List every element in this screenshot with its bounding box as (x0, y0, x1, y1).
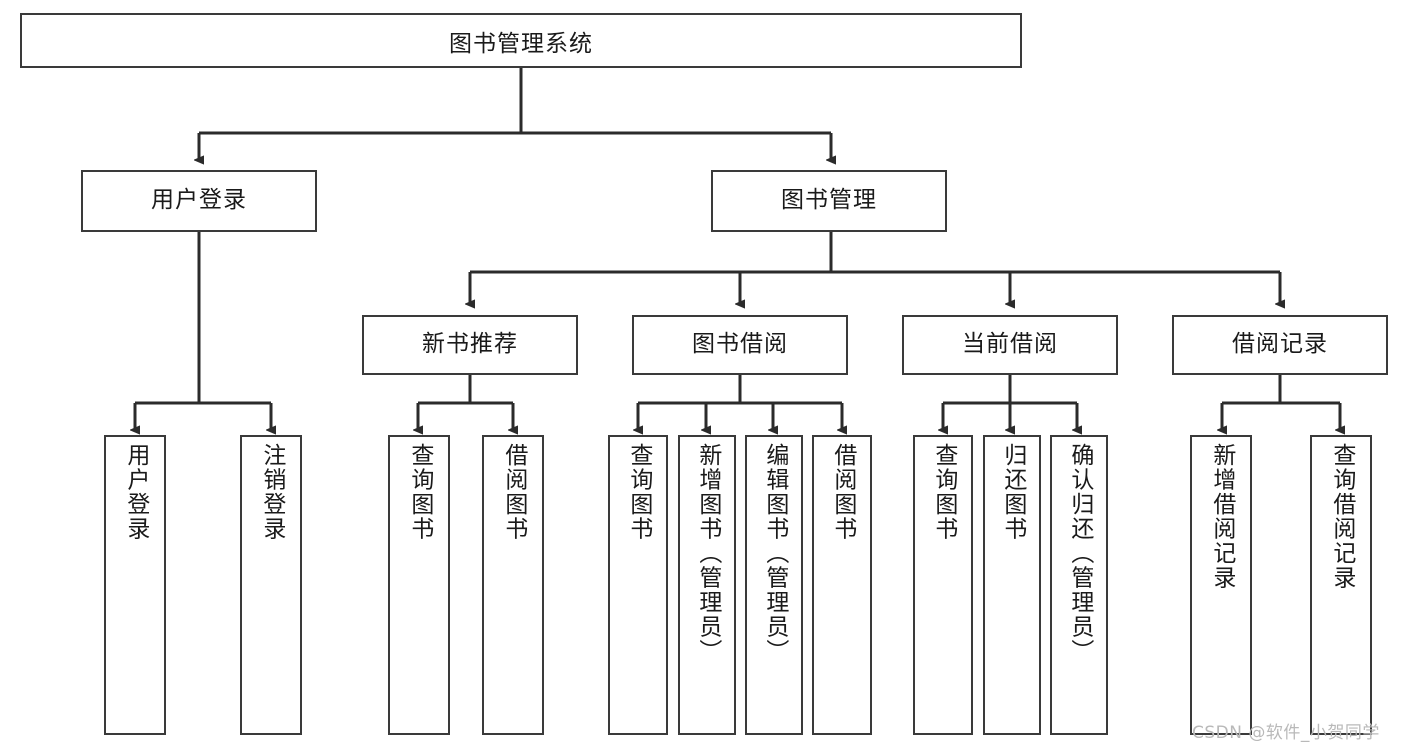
leaf-borrow-book-2-label: 借阅图书 (829, 443, 856, 541)
leaf-edit-book-label: 编辑图书（管理员） (761, 443, 788, 664)
connectors-current-borrow-to-leaves (943, 375, 1077, 430)
connectors-new-book-to-leaves (418, 375, 513, 430)
node-borrow-record[interactable]: 借阅记录 (1172, 315, 1388, 375)
leaf-add-book-label: 新增图书（管理员） (694, 443, 721, 664)
leaf-logout[interactable]: 注销登录 (240, 435, 302, 735)
leaf-query-book-2[interactable]: 查询图书 (608, 435, 668, 735)
leaf-user-login-label: 用户登录 (122, 443, 149, 541)
node-user-login[interactable]: 用户登录 (81, 170, 317, 232)
leaf-query-record-label: 查询借阅记录 (1328, 443, 1355, 590)
node-root-label: 图书管理系统 (449, 30, 593, 57)
node-new-book-recommend[interactable]: 新书推荐 (362, 315, 578, 375)
leaf-add-record[interactable]: 新增借阅记录 (1190, 435, 1252, 735)
connectors-book-borrow-to-leaves (638, 375, 842, 430)
leaf-return-book-label: 归还图书 (999, 443, 1026, 541)
leaf-return-book[interactable]: 归还图书 (983, 435, 1041, 735)
node-current-borrow-label: 当前借阅 (962, 331, 1058, 358)
leaf-edit-book[interactable]: 编辑图书（管理员） (745, 435, 803, 735)
leaf-add-book[interactable]: 新增图书（管理员） (678, 435, 736, 735)
leaf-add-record-label: 新增借阅记录 (1208, 443, 1235, 590)
leaf-confirm-return-label: 确认归还（管理员） (1066, 443, 1093, 664)
connectors-borrow-record-to-leaves (1222, 375, 1340, 430)
node-borrow-record-label: 借阅记录 (1232, 331, 1328, 358)
connectors-user-login-to-leaves (135, 232, 271, 430)
node-book-manage-label: 图书管理 (781, 187, 877, 214)
node-book-manage[interactable]: 图书管理 (711, 170, 947, 232)
leaf-borrow-book-2[interactable]: 借阅图书 (812, 435, 872, 735)
node-root-system[interactable]: 图书管理系统 (20, 13, 1022, 68)
leaf-confirm-return[interactable]: 确认归还（管理员） (1050, 435, 1108, 735)
leaf-query-book-1-label: 查询图书 (406, 443, 433, 541)
node-book-borrow-label: 图书借阅 (692, 331, 788, 358)
leaf-query-book-3[interactable]: 查询图书 (913, 435, 973, 735)
leaf-user-login[interactable]: 用户登录 (104, 435, 166, 735)
node-current-borrow[interactable]: 当前借阅 (902, 315, 1118, 375)
node-user-login-label: 用户登录 (151, 187, 247, 214)
leaf-query-book-3-label: 查询图书 (930, 443, 957, 541)
node-book-borrow[interactable]: 图书借阅 (632, 315, 848, 375)
leaf-query-book-2-label: 查询图书 (625, 443, 652, 541)
leaf-query-book-1[interactable]: 查询图书 (388, 435, 450, 735)
leaf-borrow-book-1[interactable]: 借阅图书 (482, 435, 544, 735)
watermark: CSDN @软件_小贺同学 (1192, 723, 1380, 743)
leaf-logout-label: 注销登录 (258, 443, 285, 541)
node-new-book-recommend-label: 新书推荐 (422, 331, 518, 358)
leaf-query-record[interactable]: 查询借阅记录 (1310, 435, 1372, 735)
leaf-borrow-book-1-label: 借阅图书 (500, 443, 527, 541)
connectors-level2-to-level3 (470, 232, 1280, 304)
connectors-root-to-level2 (199, 68, 831, 160)
